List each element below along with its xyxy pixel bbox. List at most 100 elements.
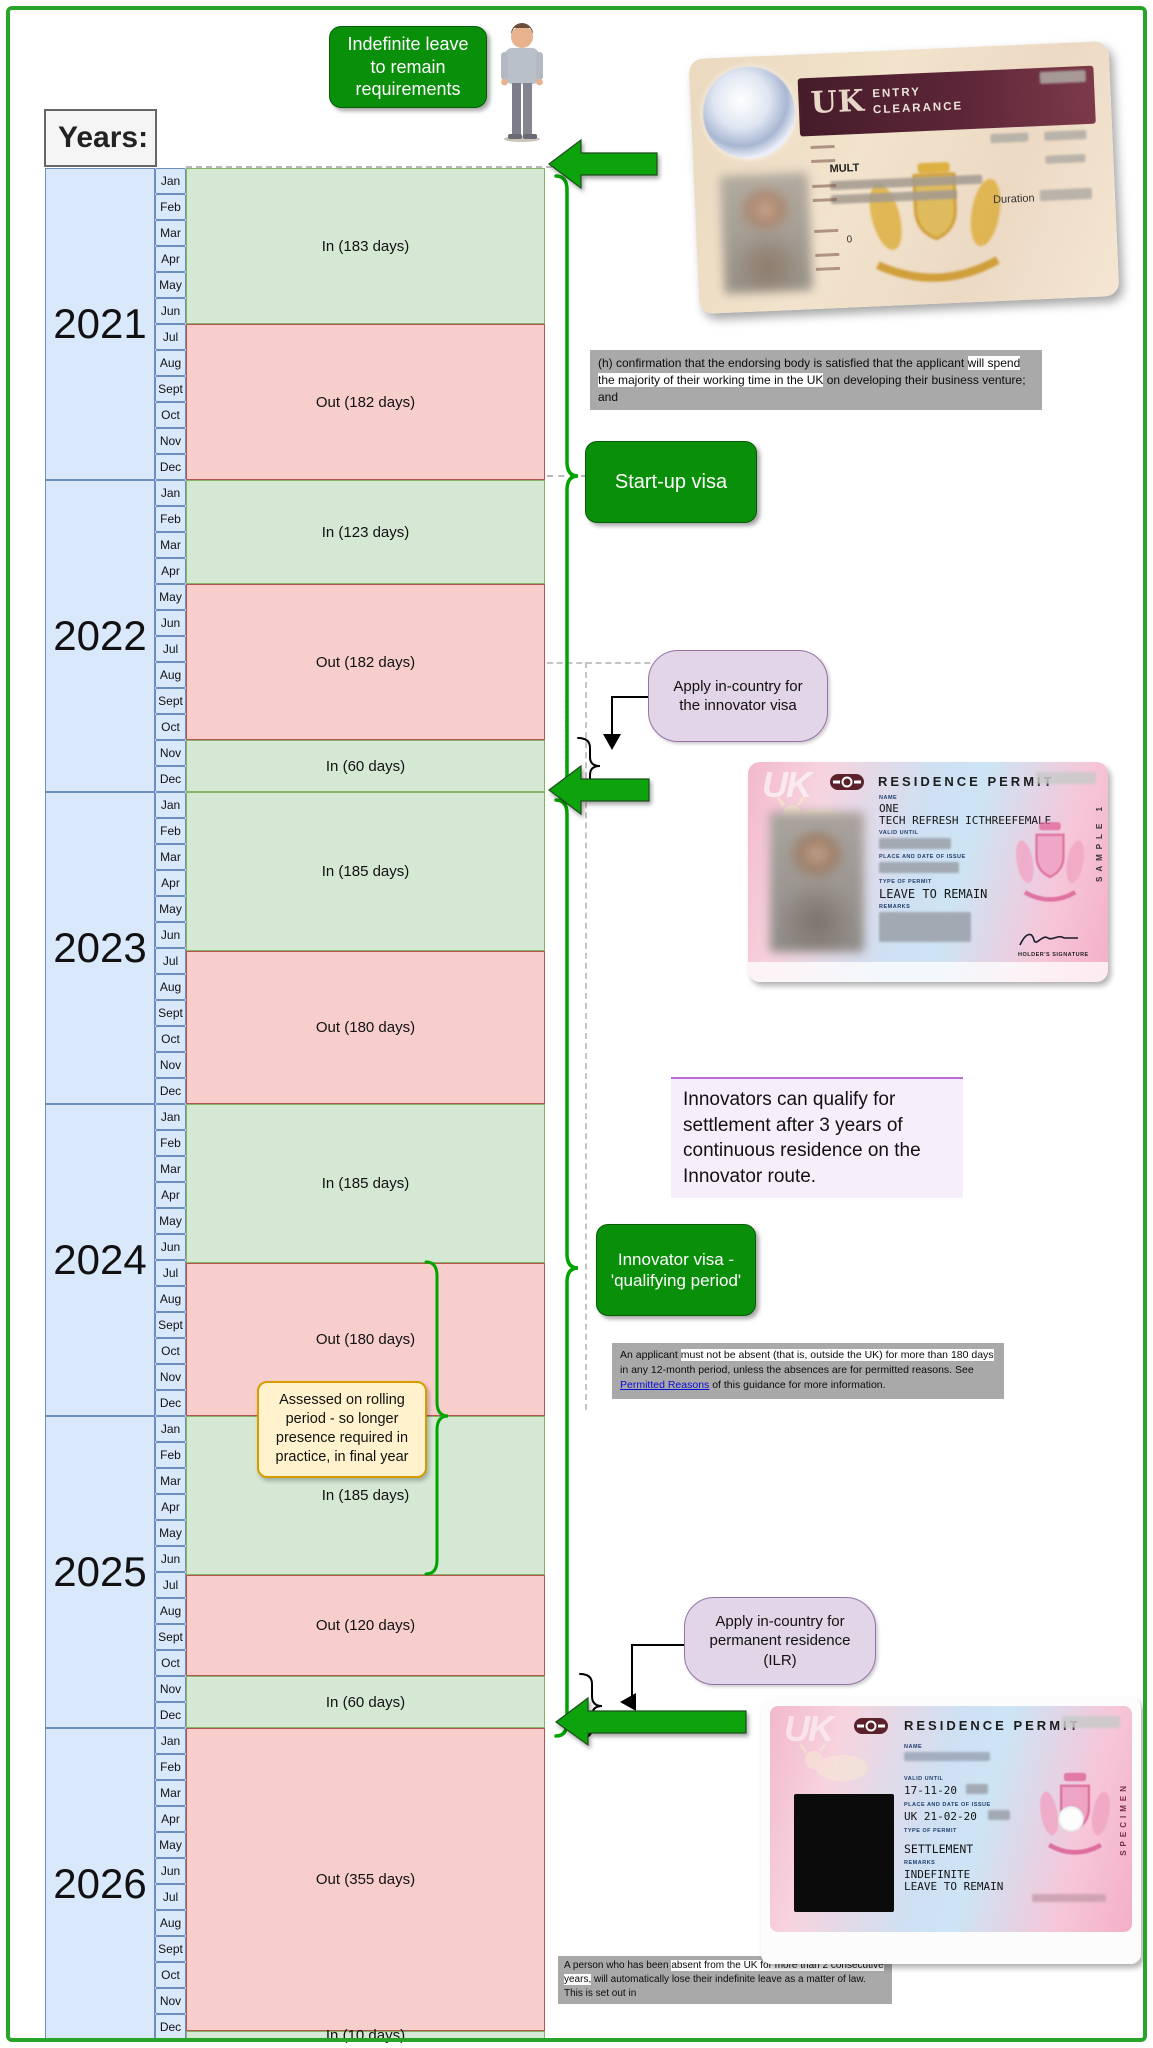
month-cell: Aug bbox=[155, 974, 186, 1000]
month-cell: Jan bbox=[155, 168, 186, 194]
month-cell: Apr bbox=[155, 870, 186, 896]
month-cell: Sept bbox=[155, 1936, 186, 1962]
ec-duration-label: Duration bbox=[992, 192, 1035, 207]
ec-uk-text: UK bbox=[809, 83, 866, 121]
ec-dependants-value: 0 bbox=[846, 234, 853, 246]
month-cell: Oct bbox=[155, 1962, 186, 1988]
month-cell: Sept bbox=[155, 1000, 186, 1026]
month-cell: Mar bbox=[155, 220, 186, 246]
month-cell: May bbox=[155, 272, 186, 298]
entry-clearance-vignette: UK ENTRY CLEARANCE MULT Duration 0 bbox=[688, 40, 1120, 315]
hologram-icon bbox=[701, 64, 797, 161]
brp-bottom-strip bbox=[748, 962, 1108, 982]
brp-photo bbox=[770, 812, 864, 952]
month-cell: May bbox=[155, 1208, 186, 1234]
month-cell: Sept bbox=[155, 688, 186, 714]
brp-remarks-label: REMARKS bbox=[879, 904, 911, 910]
brp-type-value: SETTLEMENT bbox=[904, 1842, 974, 1856]
month-cell: Aug bbox=[155, 350, 186, 376]
brp-issue-label: PLACE AND DATE OF ISSUE bbox=[904, 1802, 991, 1808]
month-cell: Jul bbox=[155, 1260, 186, 1286]
month-cell: Nov bbox=[155, 740, 186, 766]
month-cell: Jul bbox=[155, 324, 186, 350]
month-cell: Apr bbox=[155, 1182, 186, 1208]
brp-logo-icon bbox=[854, 1718, 888, 1734]
timeline-segment-in: In (60 days) bbox=[186, 740, 545, 792]
year-cell: 2026 bbox=[45, 1728, 155, 2040]
brp-remarks-label: REMARKS bbox=[904, 1860, 936, 1866]
month-cell: Nov bbox=[155, 428, 186, 454]
timeline-segment-out: Out (355 days) bbox=[186, 1728, 545, 2031]
month-cell: Jul bbox=[155, 948, 186, 974]
apply-innovator-bubble: Apply in-country for the innovator visa bbox=[648, 650, 828, 742]
quote-highlight: must not be absent (that is, outside the… bbox=[680, 1349, 994, 1361]
month-cell: Dec bbox=[155, 1078, 186, 1104]
bull-watermark-icon bbox=[798, 1743, 868, 1781]
month-cell: Nov bbox=[155, 1364, 186, 1390]
month-cell: Jul bbox=[155, 1884, 186, 1910]
endorsing-body-quote: (h) confirmation that the endorsing body… bbox=[590, 350, 1042, 411]
startup-period-brace bbox=[554, 174, 579, 790]
brp-valid-label: VALID UNTIL bbox=[904, 1776, 944, 1782]
month-cell: Mar bbox=[155, 532, 186, 558]
month-cell: May bbox=[155, 1832, 186, 1858]
month-cell: Jan bbox=[155, 1728, 186, 1754]
brp-valid-value: 17-11-20 bbox=[904, 1784, 957, 1797]
startup-visa-label: Start-up visa bbox=[585, 441, 757, 523]
brp-card-leave-to-remain: UK RESIDENCE PERMIT NAME ONE TECH REFRES… bbox=[748, 762, 1108, 982]
dashed-line-timeline-top bbox=[186, 166, 552, 168]
rolling-period-note: Assessed on rolling period - so longer p… bbox=[257, 1381, 427, 1478]
month-cell: Nov bbox=[155, 1052, 186, 1078]
month-cell: Jun bbox=[155, 1858, 186, 1884]
brp-remarks-line1: INDEFINITE bbox=[904, 1868, 971, 1881]
month-cell: Oct bbox=[155, 1026, 186, 1052]
apply-ilr-bubble: Apply in-country for permanent residence… bbox=[684, 1597, 876, 1685]
brp-issue-value: UK 21-02-20 bbox=[904, 1810, 977, 1823]
quote-text: (h) confirmation that the endorsing body… bbox=[598, 356, 968, 370]
brp-valid-label: VALID UNTIL bbox=[879, 830, 919, 836]
month-cell: Jun bbox=[155, 298, 186, 324]
month-cell: Jul bbox=[155, 636, 186, 662]
brp-uk-ghost-text: UK bbox=[762, 764, 812, 805]
brp-sample-side-text: SAMPLE 1 bbox=[1095, 802, 1104, 883]
brp-type-label: TYPE OF PERMIT bbox=[879, 879, 932, 885]
year-cell: 2023 bbox=[45, 792, 155, 1104]
year-cell: 2024 bbox=[45, 1104, 155, 1416]
quote-text: of this guidance for more information. bbox=[709, 1379, 886, 1392]
brp-type-value: LEAVE TO REMAIN bbox=[879, 887, 988, 901]
month-cell: Dec bbox=[155, 2014, 186, 2040]
month-cell: Jul bbox=[155, 1572, 186, 1598]
month-cell: Dec bbox=[155, 766, 186, 792]
ilr-grant-arrow bbox=[554, 1696, 747, 1747]
dashed-line-apply-box bbox=[565, 700, 566, 798]
month-cell: Mar bbox=[155, 1156, 186, 1182]
month-cell: Oct bbox=[155, 402, 186, 428]
brp-photo-blacked bbox=[794, 1794, 894, 1912]
month-cell: Apr bbox=[155, 1806, 186, 1832]
month-cell: Apr bbox=[155, 246, 186, 272]
person-icon bbox=[501, 23, 543, 142]
years-header: Years: bbox=[44, 109, 157, 167]
brp-signature-label: HOLDER'S SIGNATURE bbox=[1018, 952, 1089, 958]
month-cell: Jan bbox=[155, 480, 186, 506]
brp-uk-ghost-text: UK bbox=[784, 1708, 834, 1749]
timeline-segment-in: In (10 days) bbox=[186, 2027, 545, 2044]
ec-title: ENTRY CLEARANCE bbox=[872, 83, 963, 118]
permitted-reasons-link[interactable]: Permitted Reasons bbox=[620, 1379, 710, 1392]
applicant-photo bbox=[719, 172, 813, 294]
innovator-settlement-note: Innovators can qualify for settlement af… bbox=[671, 1077, 963, 1198]
month-cell: Sept bbox=[155, 1624, 186, 1650]
quote-text: in any 12-month period, unless the absen… bbox=[620, 1364, 974, 1377]
month-cell: Dec bbox=[155, 1390, 186, 1416]
dashed-line-innovator-vertical bbox=[585, 662, 587, 1410]
timeline-segment-out: Out (182 days) bbox=[186, 324, 545, 480]
brp-card-face: UK RESIDENCE PERMIT NAME VALID UNTIL 17-… bbox=[770, 1706, 1132, 1932]
innovator-visa-label: Innovator visa - 'qualifying period' bbox=[596, 1224, 756, 1316]
month-cell: Feb bbox=[155, 1754, 186, 1780]
ilr-lapse-quote: A person who has been absent from the UK… bbox=[558, 1956, 892, 2004]
timeline-segment-out: Out (180 days) bbox=[186, 951, 545, 1104]
punched-hole bbox=[1058, 1806, 1084, 1832]
timeline-segment-in: In (185 days) bbox=[186, 792, 545, 951]
timeline-segment-out: Out (120 days) bbox=[186, 1575, 545, 1676]
brp-card-settlement-scan: UK RESIDENCE PERMIT NAME VALID UNTIL 17-… bbox=[761, 1698, 1141, 1964]
